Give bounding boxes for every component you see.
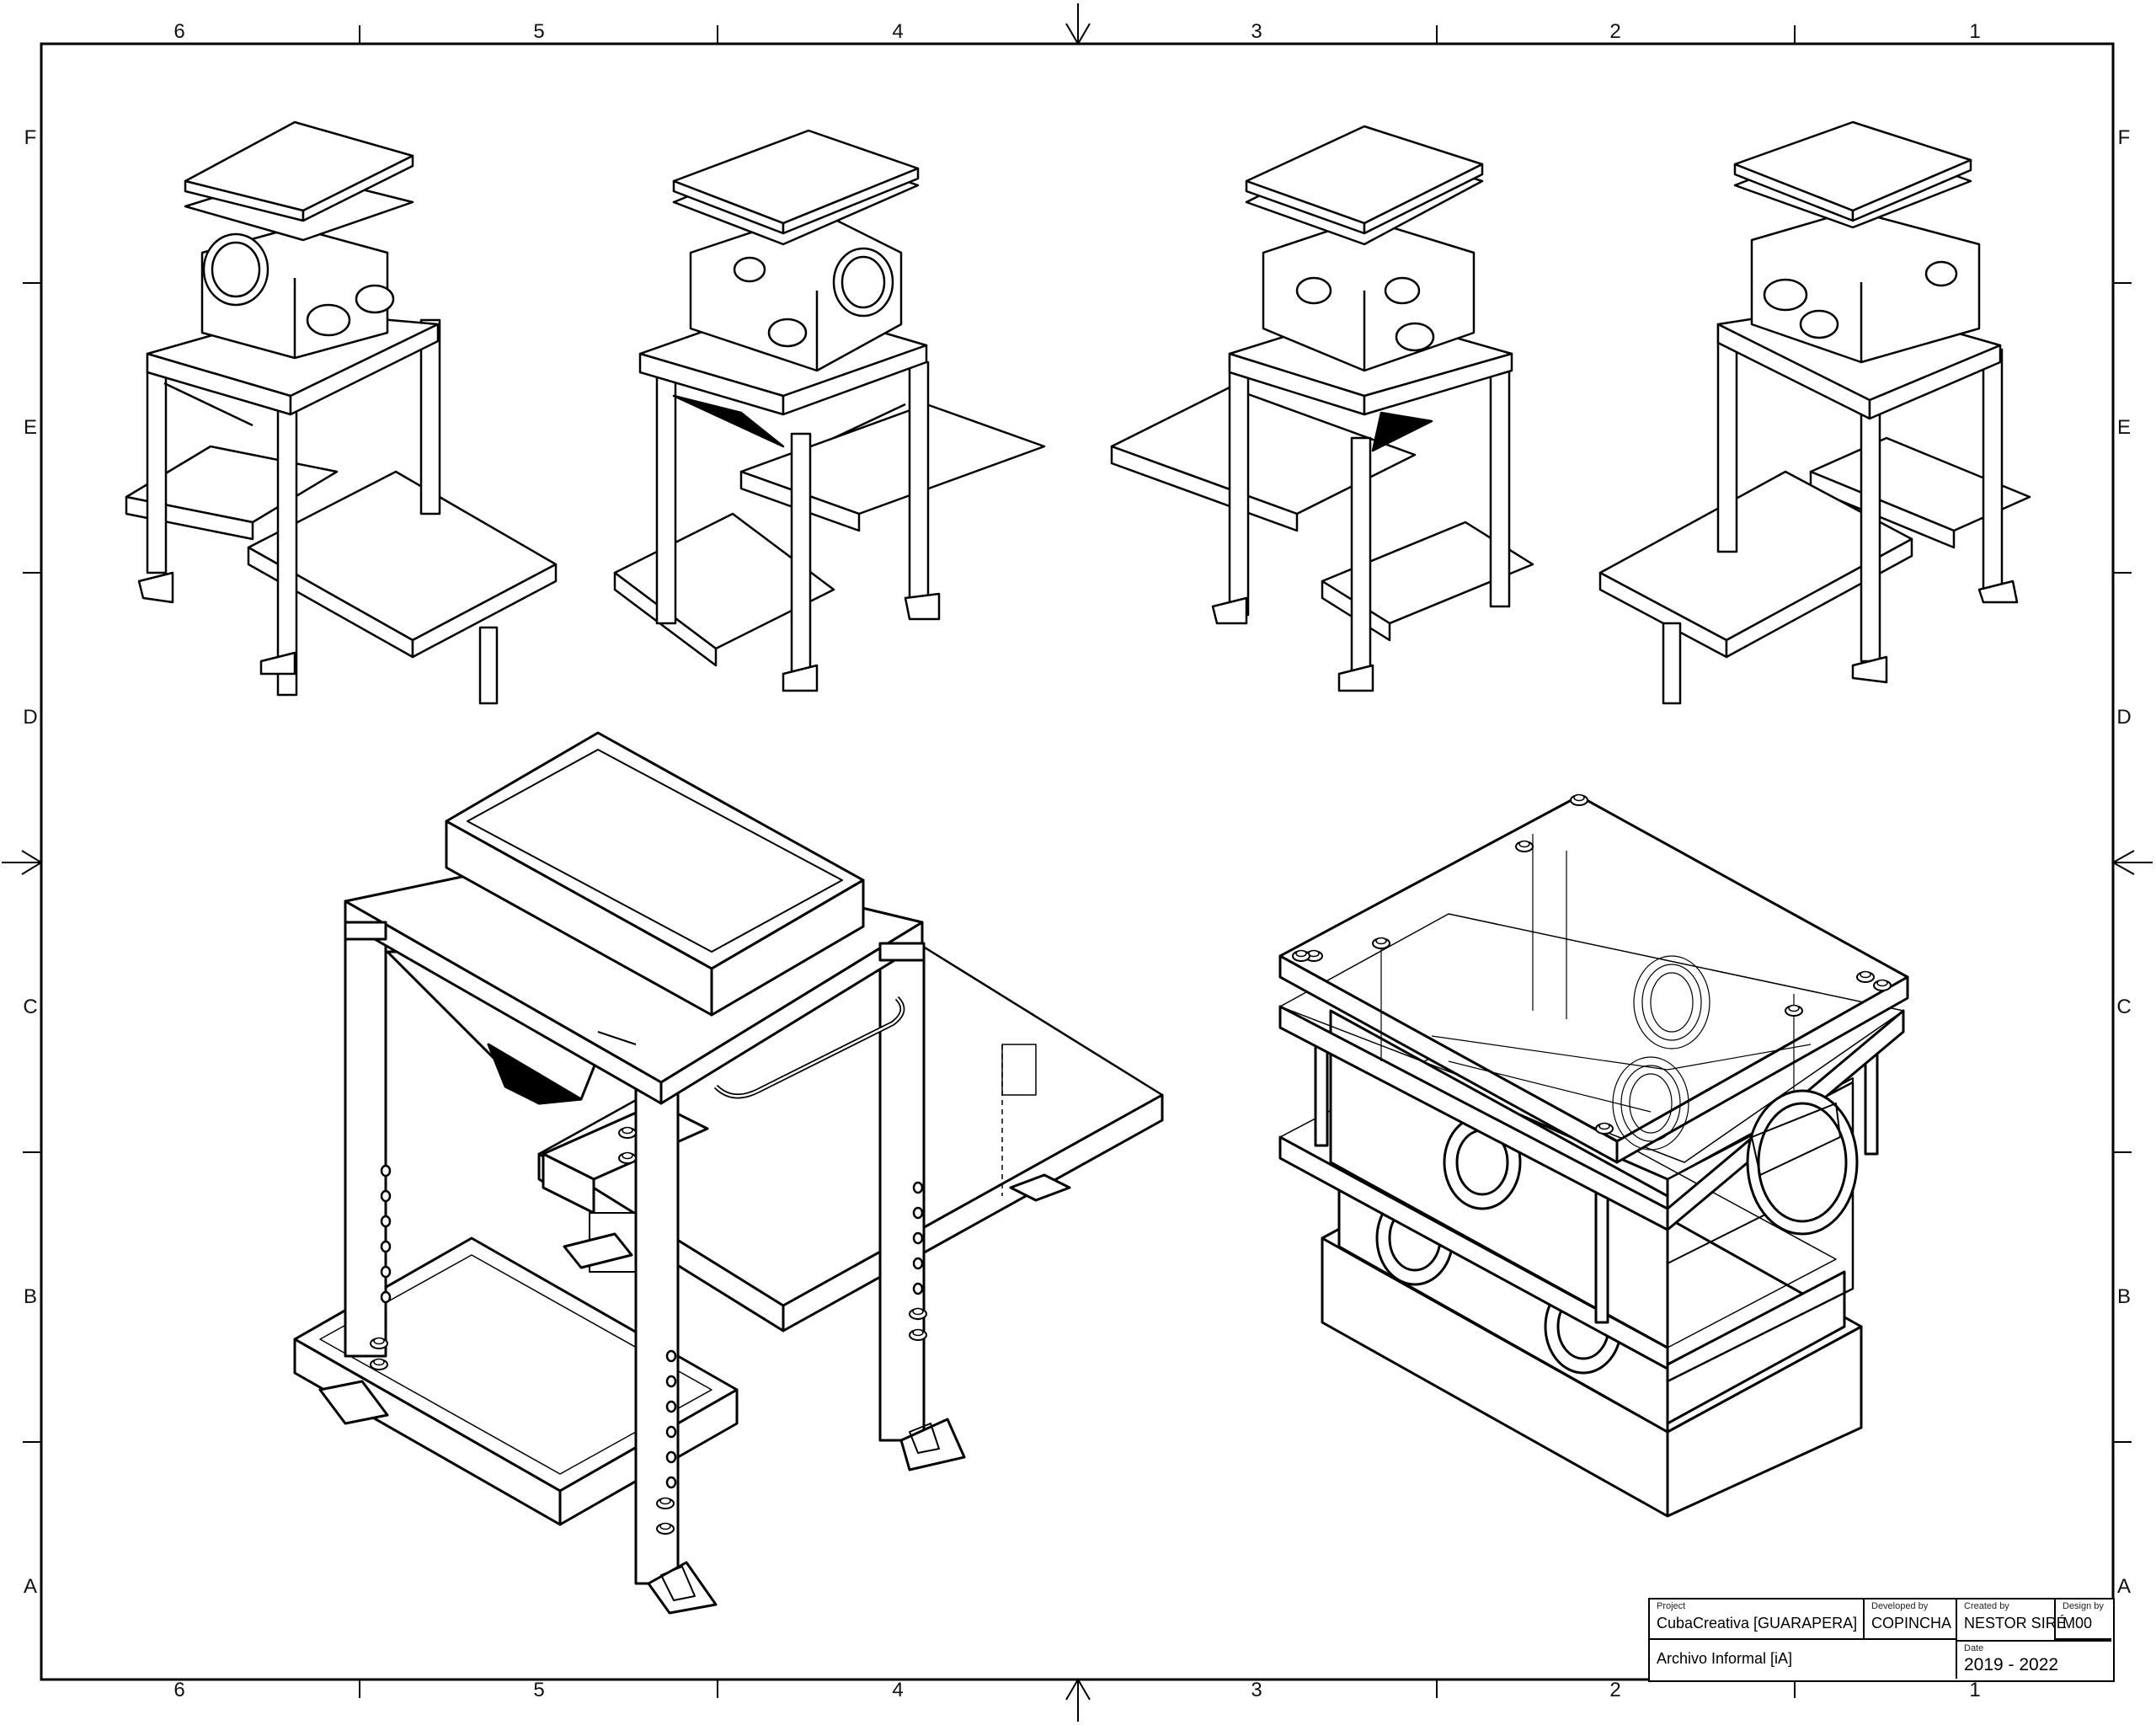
zone-label-right-A: A [2116,1575,2131,1598]
small-view-4 [1598,120,2031,705]
zone-label-bottom-6: 6 [173,1679,185,1701]
zone-label-left-E: E [23,416,37,439]
subtitle-value: Archivo Informal [iA] [1657,1650,1793,1667]
small-view-2 [613,129,1046,692]
zone-label-top-4: 4 [892,20,904,43]
project-cell: Project CubaCreativa [GUARAPERA] [1650,1599,1865,1640]
zone-label-right-D: D [2116,706,2132,729]
zone-label-bottom-3: 3 [1251,1679,1262,1701]
zone-label-bottom-1: 1 [1969,1679,1981,1701]
subtitle-cell: Archivo Informal [iA] [1650,1640,1957,1679]
design-cell: Design by M00 [2056,1599,2111,1640]
design-value: M00 [2063,1615,2093,1632]
zone-label-top-3: 3 [1251,20,1262,43]
small-view-1 [125,120,558,705]
small-view-3 [1110,125,1534,692]
zone-label-right-E: E [2116,416,2131,439]
developed-label: Developed by [1871,1601,1929,1611]
large-view-press [1278,793,1909,1518]
developed-cell: Developed by COPINCHA [1865,1599,1957,1640]
project-label: Project [1657,1601,1686,1611]
zone-label-left-B: B [23,1285,37,1308]
zone-label-top-1: 1 [1969,20,1981,43]
developed-value: COPINCHA [1871,1615,1952,1632]
zone-label-top-6: 6 [173,20,185,43]
design-label: Design by [2063,1601,2104,1611]
zone-ticks [23,25,2132,1698]
zone-label-left-C: C [23,996,38,1018]
created-value: NESTOR SIRÉ [1964,1615,2067,1632]
zone-label-left-D: D [23,706,38,729]
centering-marks [2,3,2153,1722]
project-value: CubaCreativa [GUARAPERA] [1657,1615,1858,1632]
large-view-stand [293,731,1164,1615]
zone-label-right-C: C [2116,996,2132,1018]
date-value: 2019 - 2022 [1964,1655,2059,1674]
date-label: Date [1964,1643,1984,1653]
date-cell: Date 2019 - 2022 [1957,1640,2111,1679]
zone-label-top-2: 2 [1609,20,1621,43]
zone-label-left-F: F [24,126,37,149]
title-block: Project CubaCreativa [GUARAPERA] Develop… [1648,1598,2115,1682]
zone-label-top-5: 5 [533,20,545,43]
zone-label-right-B: B [2116,1285,2131,1308]
zone-label-bottom-2: 2 [1609,1679,1621,1701]
created-cell: Created by NESTOR SIRÉ [1957,1599,2067,1640]
zone-label-left-A: A [23,1575,37,1598]
zone-label-bottom-5: 5 [533,1679,545,1701]
zone-label-right-F: F [2117,126,2131,149]
created-label: Created by [1964,1601,2009,1611]
zone-label-bottom-4: 4 [892,1679,904,1701]
